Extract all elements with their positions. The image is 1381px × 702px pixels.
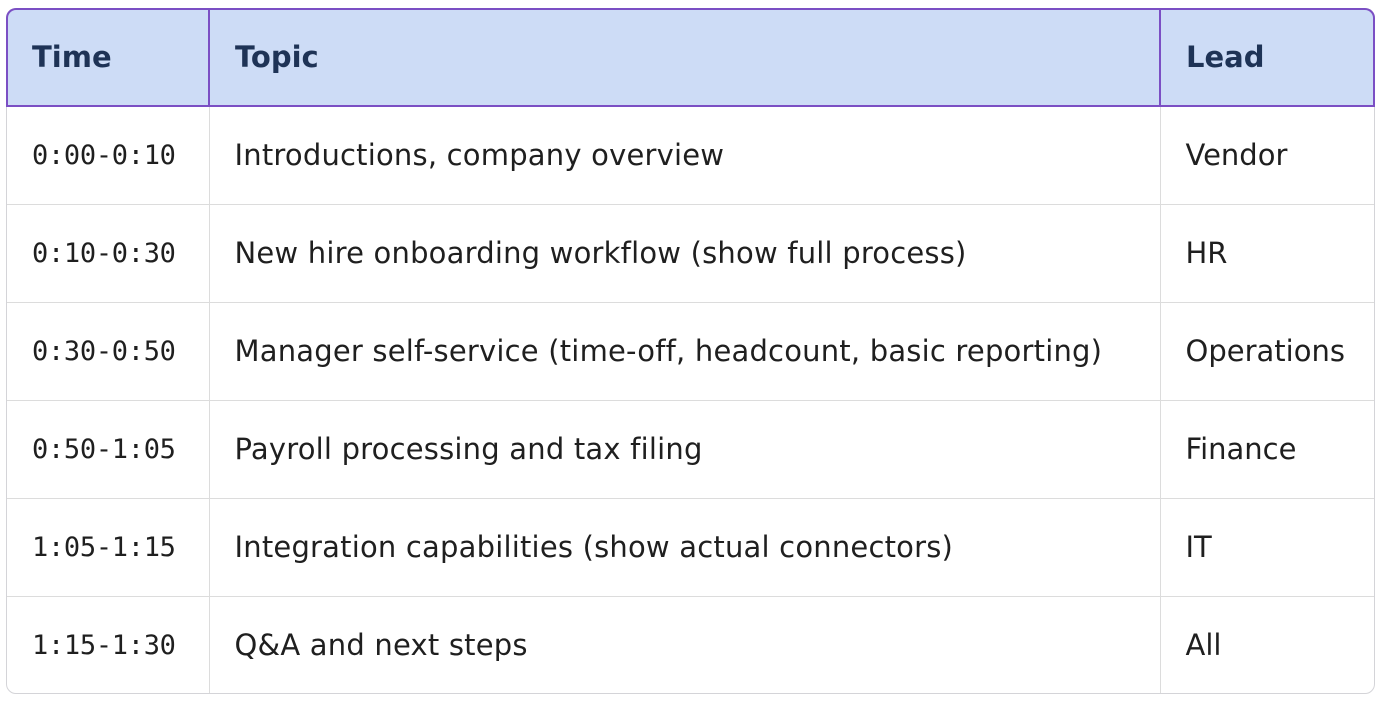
time-cell: 0:00-0:10 bbox=[7, 106, 209, 205]
topic-cell: Payroll processing and tax filing bbox=[208, 400, 1160, 499]
lead-cell: IT bbox=[1159, 498, 1374, 597]
topic-cell: Integration capabilities (show actual co… bbox=[208, 498, 1160, 597]
time-cell: 0:50-1:05 bbox=[7, 400, 209, 499]
topic-cell: Introductions, company overview bbox=[208, 106, 1160, 205]
lead-cell: All bbox=[1159, 596, 1374, 693]
topic-cell: Manager self-service (time-off, headcoun… bbox=[208, 302, 1160, 401]
column-header-time: Time bbox=[7, 9, 209, 107]
topic-cell: New hire onboarding workflow (show full … bbox=[208, 204, 1160, 303]
table-row: 1:05-1:15 Integration capabilities (show… bbox=[7, 498, 1374, 597]
table-row: 0:00-0:10 Introductions, company overvie… bbox=[7, 106, 1374, 205]
lead-cell: Vendor bbox=[1159, 106, 1374, 205]
time-cell: 1:15-1:30 bbox=[32, 629, 176, 661]
agenda-table: Time Topic Lead 0:00-0:10 Introductions,… bbox=[7, 9, 1374, 693]
lead-cell: HR bbox=[1159, 204, 1374, 303]
lead-cell: Operations bbox=[1159, 302, 1374, 401]
header-row: Time Topic Lead bbox=[7, 9, 1374, 107]
column-header-topic: Topic bbox=[208, 9, 1160, 107]
column-header-lead: Lead bbox=[1159, 9, 1374, 107]
time-cell: 1:05-1:15 bbox=[7, 498, 209, 597]
table-row: 1:15-1:30 Q&A and next steps All bbox=[7, 596, 1374, 693]
table-row: 0:50-1:05 Payroll processing and tax fil… bbox=[7, 400, 1374, 499]
time-cell: 0:10-0:30 bbox=[7, 204, 209, 303]
table-row: 0:10-0:30 New hire onboarding workflow (… bbox=[7, 204, 1374, 303]
lead-cell: Finance bbox=[1159, 400, 1374, 499]
topic-cell: Q&A and next steps bbox=[208, 596, 1160, 693]
time-cell: 0:30-0:50 bbox=[7, 302, 209, 401]
agenda-table-container: Time Topic Lead 0:00-0:10 Introductions,… bbox=[6, 8, 1375, 694]
table-row: 0:30-0:50 Manager self-service (time-off… bbox=[7, 302, 1374, 401]
